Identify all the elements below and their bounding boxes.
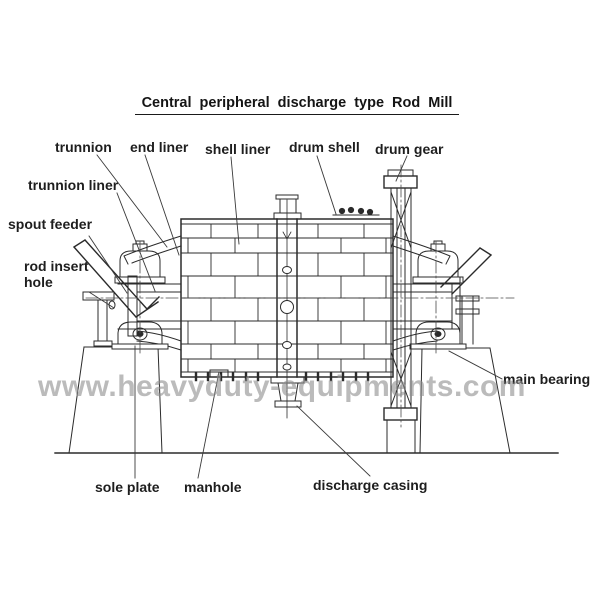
- discharge-casing-stub: [270, 376, 305, 408]
- label-shell-liner: shell liner: [205, 141, 271, 157]
- label-manhole: manhole: [184, 479, 242, 495]
- shell-bolts-top: [332, 206, 380, 216]
- leader-trunnion-liner: [116, 192, 156, 292]
- feeder-support-column: [97, 299, 108, 342]
- top-inspection-stub: [273, 194, 302, 220]
- leader-spout-feeder: [88, 235, 128, 294]
- rod-insert-bracket: [82, 291, 115, 301]
- label-discharge-casing: discharge casing: [313, 477, 428, 493]
- trunnion-end-flange: [127, 275, 138, 337]
- leader-manhole: [197, 371, 220, 479]
- right-trunnion: [392, 277, 461, 335]
- label-end-liner: end liner: [130, 139, 189, 155]
- drum-gear-wheel: [383, 169, 418, 453]
- centerlines: [85, 164, 515, 428]
- leader-drum-gear: [395, 155, 408, 182]
- label-spout-feeder: spout feeder: [8, 216, 93, 232]
- label-trunnion-liner: trunnion liner: [28, 177, 119, 193]
- leader-main-bearing: [448, 350, 503, 380]
- right-main-bearing: [409, 240, 467, 350]
- shell-liner-grid-joints-b: [187, 237, 387, 373]
- liner-bolts-bottom: [194, 371, 370, 382]
- discharge-spout: [440, 247, 492, 345]
- drum-shell-body: [180, 199, 394, 419]
- right-pedestal: [419, 347, 511, 454]
- leader-lines: [88, 154, 503, 479]
- leader-drum-shell: [316, 155, 337, 215]
- label-sole-plate: sole plate: [95, 479, 160, 495]
- leader-rod-insert-hole: [88, 291, 115, 309]
- leader-trunnion: [96, 154, 168, 248]
- shell-liner-grid-joints-a: [210, 223, 365, 360]
- right-sole-plate: [409, 343, 467, 350]
- label-rod-insert-hole: rod insert hole: [24, 258, 89, 290]
- label-drum-gear: drum gear: [375, 141, 444, 157]
- discharge-holes: [280, 199, 294, 419]
- label-drum-shell: drum shell: [289, 139, 360, 155]
- diagram-title: Central peripheral discharge type Rod Mi…: [135, 95, 459, 115]
- leader-end-liner: [144, 154, 180, 256]
- label-trunnion: trunnion: [55, 139, 112, 155]
- spout-feeder-chute: [73, 239, 160, 318]
- label-main-bearing: main bearing: [503, 371, 591, 387]
- left-pedestal: [68, 346, 163, 454]
- manhole-cover: [209, 369, 229, 378]
- leader-shell-liner: [230, 156, 240, 245]
- leader-discharge-casing: [296, 405, 371, 477]
- left-trunnion: [82, 275, 182, 347]
